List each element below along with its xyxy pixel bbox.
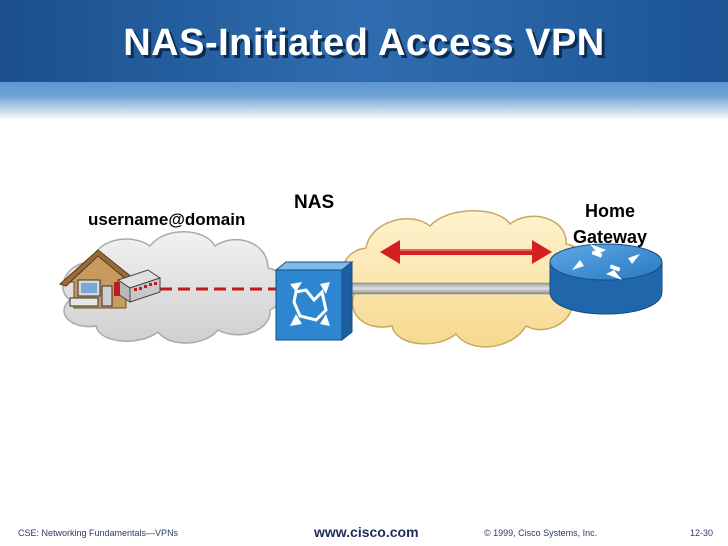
home-gateway-line2: Gateway: [572, 227, 648, 247]
modem-icon: [114, 269, 162, 303]
header-bar: [0, 0, 728, 82]
title-shadow: NAS-Initiated Access VPN: [126, 25, 608, 67]
home-gateway-line1: Home: [584, 201, 635, 221]
router-icon: [549, 243, 663, 315]
home-gateway-label: Home Gateway: [562, 198, 658, 250]
footer-course: CSE: Networking Fundamentals—VPNs: [18, 528, 179, 538]
footer-page-number: 12-30: [690, 528, 714, 538]
tunnel-arrow-icon: [380, 240, 552, 264]
username-label: username@domain: [88, 210, 246, 229]
footer-copyright: © 1999, Cisco Systems, Inc.: [484, 528, 598, 538]
nas-switch-icon: [274, 260, 354, 342]
slide-title: NAS-Initiated Access VPN: [123, 22, 605, 64]
footer-url[interactable]: www.cisco.com: [314, 524, 419, 540]
nas-label: NAS: [294, 192, 335, 213]
tunnel-link: [339, 282, 557, 295]
